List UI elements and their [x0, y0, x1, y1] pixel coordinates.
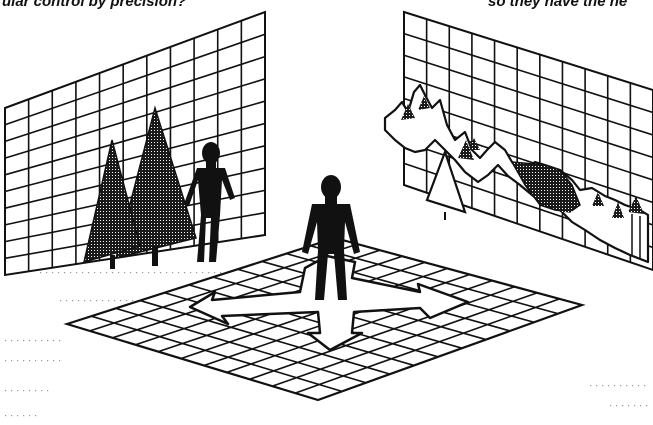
caption-right: so they have the ne [488, 0, 628, 10]
person-silhouette-back [184, 142, 235, 262]
caption-left: ular control by precision? [2, 0, 187, 10]
mountain-range [383, 83, 650, 264]
pine-tree-small [82, 139, 141, 269]
four-way-arrows [188, 254, 470, 352]
person-silhouette-center [302, 175, 360, 300]
pine-tree-large [114, 105, 197, 266]
